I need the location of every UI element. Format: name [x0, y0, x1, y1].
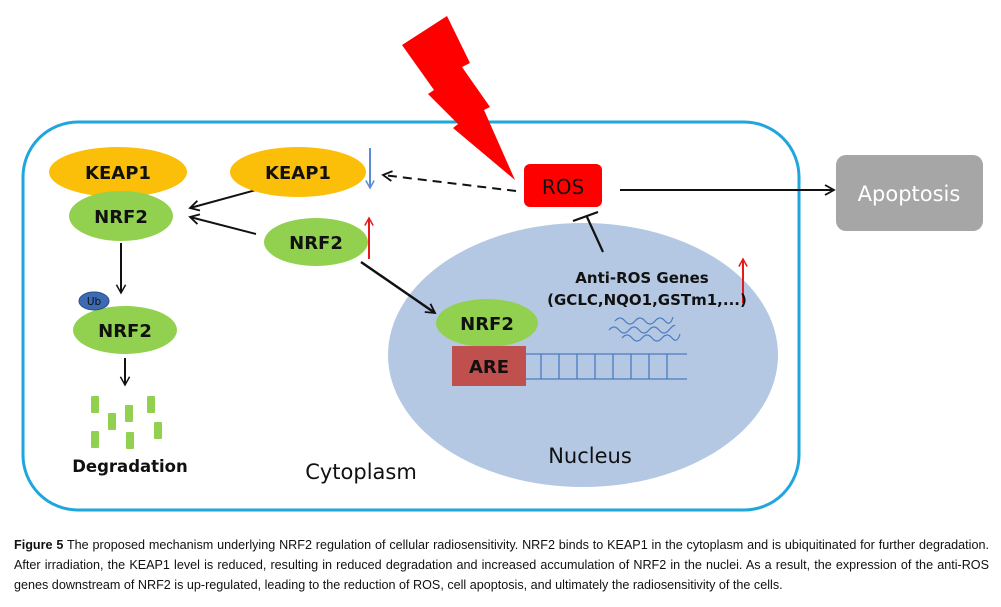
cell-membrane — [21, 120, 801, 512]
are-label: ARE — [469, 357, 509, 378]
keap1-bound-label: KEAP1 — [85, 163, 151, 184]
nrf2-free-label: NRF2 — [289, 233, 343, 254]
degradation-fragments-icon — [91, 396, 162, 449]
keap1-bound-node — [49, 147, 187, 197]
keap1-free-label: KEAP1 — [265, 163, 331, 184]
mrna-transcripts-icon — [608, 316, 681, 342]
inhibition-anti-ros-to-ros — [572, 210, 605, 253]
ubiquitin-node — [78, 291, 110, 311]
arrow-ros-to-keap1-dashed — [381, 170, 517, 192]
nucleus-label: Nucleus — [548, 444, 632, 468]
dna-ladder — [524, 353, 687, 380]
radiation-lightning-icon — [402, 16, 515, 180]
apoptosis-node — [836, 155, 983, 231]
arrow-nrf2-to-complex — [188, 213, 257, 235]
figure-caption: Figure 5 The proposed mechanism underlyi… — [14, 535, 989, 595]
nrf2-mechanism-diagram: KEAP1 NRF2 KEAP1 NRF2 NRF2 Ub Degradatio… — [21, 16, 983, 512]
cytoplasm-label: Cytoplasm — [305, 460, 417, 484]
ros-label: ROS — [542, 175, 584, 199]
arrow-keap1-to-complex — [188, 189, 257, 212]
nrf2-bound-label: NRF2 — [94, 207, 148, 228]
ros-node — [524, 164, 602, 207]
are-node — [452, 346, 526, 386]
nrf2-bound-node — [69, 191, 173, 241]
nrf2-nucleus-node — [436, 299, 538, 347]
figure-caption-label: Figure 5 — [14, 538, 64, 552]
anti-ros-genes-list: (GCLC,NQO1,GSTm1,...) — [547, 291, 747, 309]
degradation-label: Degradation — [72, 457, 188, 476]
nucleus-shape — [388, 223, 778, 487]
nrf2-free-node — [264, 218, 368, 266]
arrow-nrf2-to-nucleus — [360, 260, 437, 315]
keap1-free-node — [230, 147, 366, 197]
nrf2-ubiquitinated-label: NRF2 — [98, 321, 152, 342]
anti-ros-genes-title: Anti-ROS Genes — [575, 269, 708, 287]
figure-caption-text: The proposed mechanism underlying NRF2 r… — [14, 538, 989, 592]
apoptosis-label: Apoptosis — [858, 182, 961, 206]
nrf2-nucleus-label: NRF2 — [460, 314, 514, 335]
ubiquitin-label: Ub — [87, 296, 102, 308]
nrf2-ubiquitinated-node — [73, 306, 177, 354]
